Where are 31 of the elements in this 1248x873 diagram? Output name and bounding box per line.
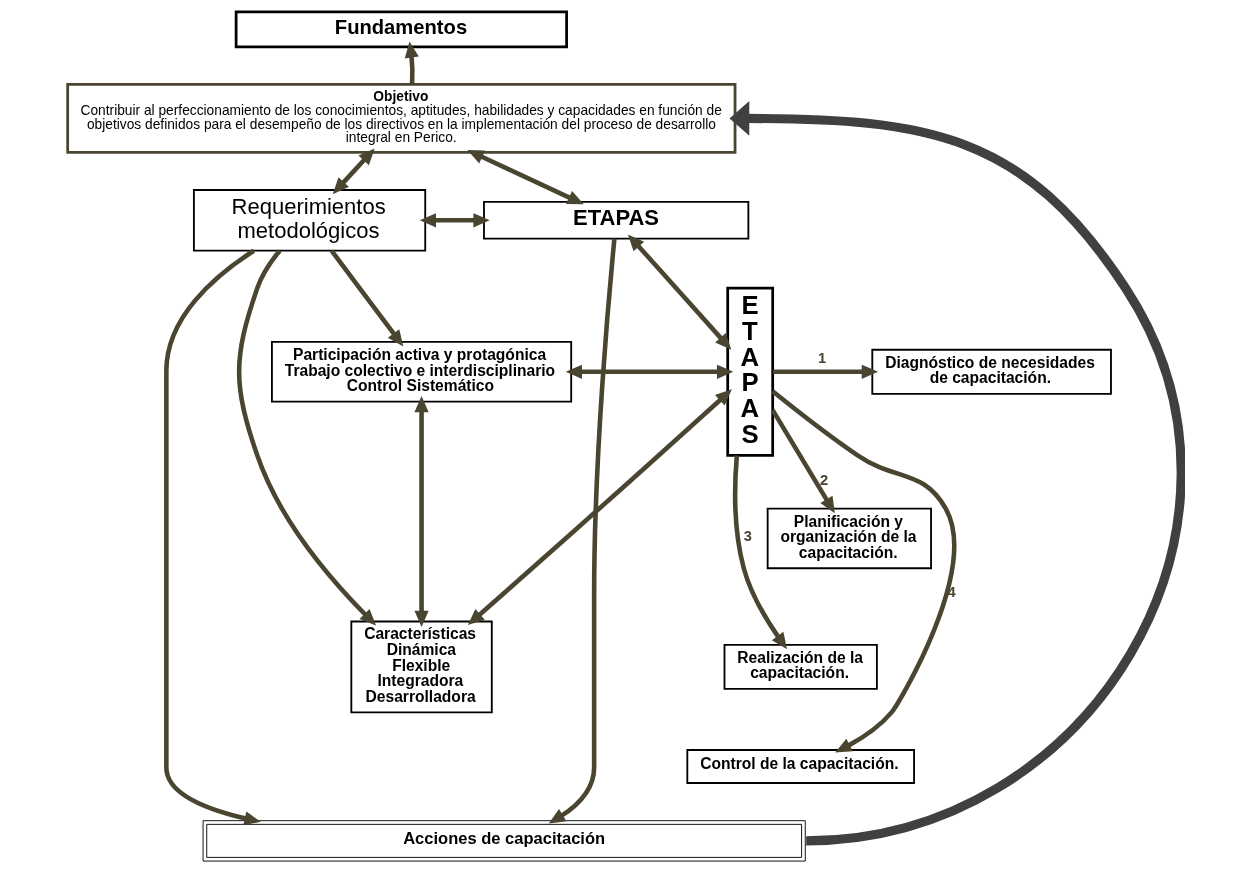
arrow: [163, 248, 261, 826]
arrow: [732, 455, 787, 650]
node-box: ETAPAS: [725, 286, 774, 457]
node-box: ETAPAS: [482, 201, 749, 240]
arrow: [419, 213, 490, 228]
arrow: [770, 389, 956, 753]
node-box: Diagnóstico de necesidades de capacitación.: [870, 348, 1112, 395]
node-box: Realización de la capacitación.: [723, 643, 878, 690]
arrow: [466, 150, 584, 205]
node-box: Fundamentos: [234, 10, 568, 49]
node-box: Características Dinámica Flexible Integradora Desarrolladora: [349, 620, 493, 714]
node-box: Control de la capacitación.: [685, 749, 915, 784]
arrow: [772, 364, 878, 379]
edge-label: 1: [817, 350, 826, 367]
arrow: [413, 395, 429, 628]
node-box: Planificación y organización de la capacitación.: [766, 507, 932, 570]
edge-label: 3: [743, 527, 752, 544]
node-box: Participación activa y protagónica Trabajo colectivo e interdisciplinario Control Sistemático: [270, 341, 572, 403]
arrow: [627, 234, 731, 350]
arrow: [565, 364, 733, 379]
edge-label: 2: [819, 471, 828, 488]
arrow: [548, 238, 617, 824]
arrow: [329, 249, 403, 347]
node-box: Requerimientos metodológicos: [192, 189, 426, 252]
arrow: [728, 101, 1185, 846]
arrow: [332, 148, 375, 195]
node-box: Objetivo Contribuir al perfeccionamiento de los conocimientos, aptitudes, habilidades y capacidades en función de objetivos definidos para el desempeño de los directivos en la implementación del proceso de desarrollo integral en Perico.: [65, 83, 736, 154]
arrow: [770, 408, 835, 514]
arrow: [236, 249, 376, 626]
arrow: [467, 389, 732, 626]
arrow: [404, 41, 419, 85]
